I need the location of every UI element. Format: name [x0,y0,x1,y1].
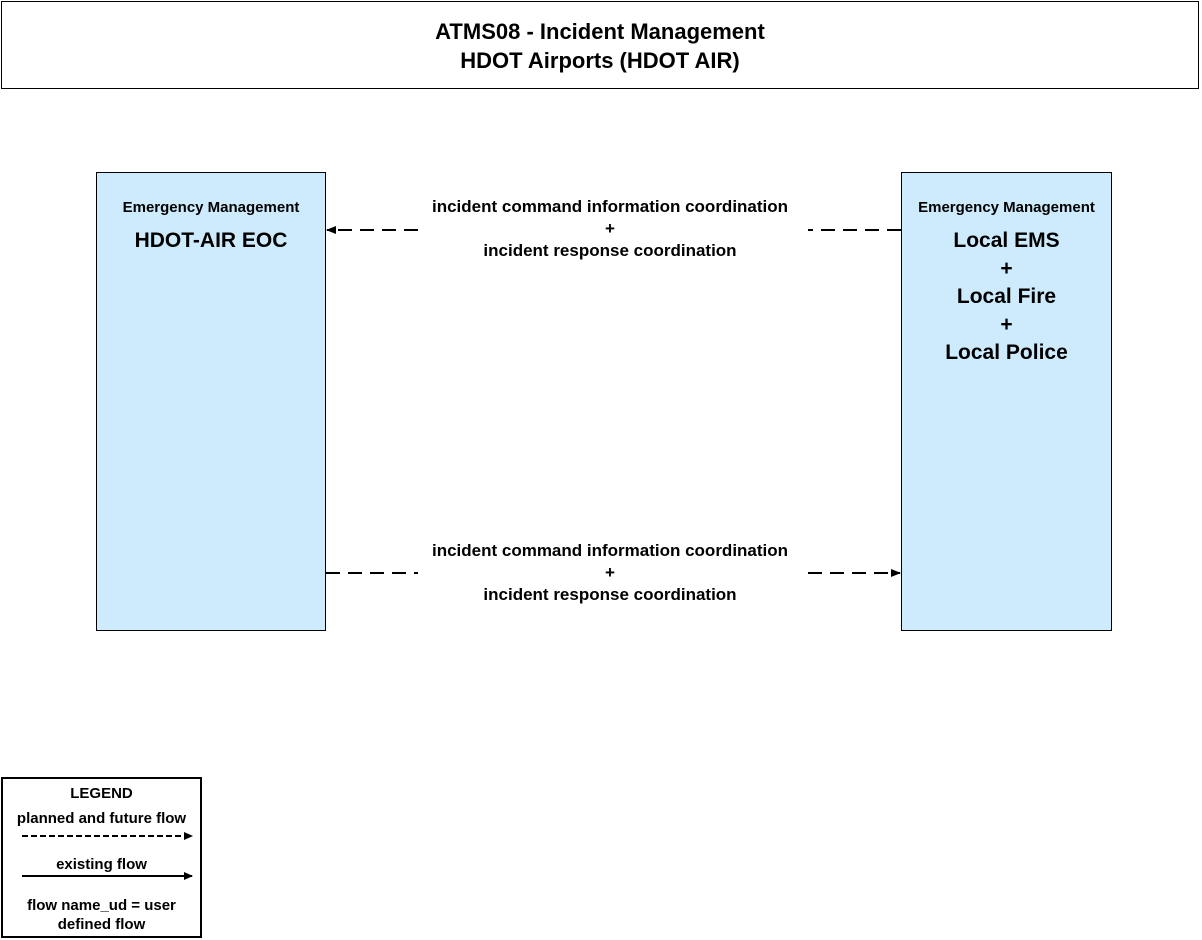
flow-label-line: incident command information coordinatio… [431,541,789,560]
node-hdot-air-eoc: Emergency Management HDOT-AIR EOC [96,172,326,631]
flow-label-line: incident response coordination [483,585,737,604]
flow-label-bottom: incident command information coordinatio… [390,540,830,606]
flow-label-line: incident response coordination [483,241,737,260]
flow-label-line: incident command information coordinatio… [431,197,789,216]
node-category: Emergency Management [122,199,300,216]
diagram-subtitle: HDOT Airports (HDOT AIR) [460,48,740,73]
flow-label-top: incident command information coordinatio… [390,196,830,262]
node-name-police: Local Police [945,341,1068,364]
node-name-plus: + [1000,313,1013,336]
legend-user-defined-label: flow name_ud = user defined flow [27,897,176,933]
node-local-emergency: Emergency Management Local EMS + Local F… [901,172,1112,631]
node-name-ems: Local EMS [953,229,1060,252]
flow-label-plus: + [605,563,615,582]
flow-label-plus: + [605,219,615,238]
diagram-title: ATMS08 - Incident Management [435,19,765,44]
node-name-fire: Local Fire [956,285,1057,308]
legend-planned-label: planned and future flow [16,810,187,827]
diagram-title-box: ATMS08 - Incident Management HDOT Airpor… [1,1,1199,89]
legend-title: LEGEND [70,785,133,802]
node-name-list: Local EMS + Local Fire + Local Police [902,227,1111,367]
node-name: HDOT-AIR EOC [134,229,288,252]
node-category: Emergency Management [918,199,1095,216]
legend-lines [22,832,193,880]
legend-existing-label: existing flow [56,856,147,873]
node-name-plus: + [1000,257,1013,280]
legend: LEGEND planned and future flow existing … [1,777,202,938]
